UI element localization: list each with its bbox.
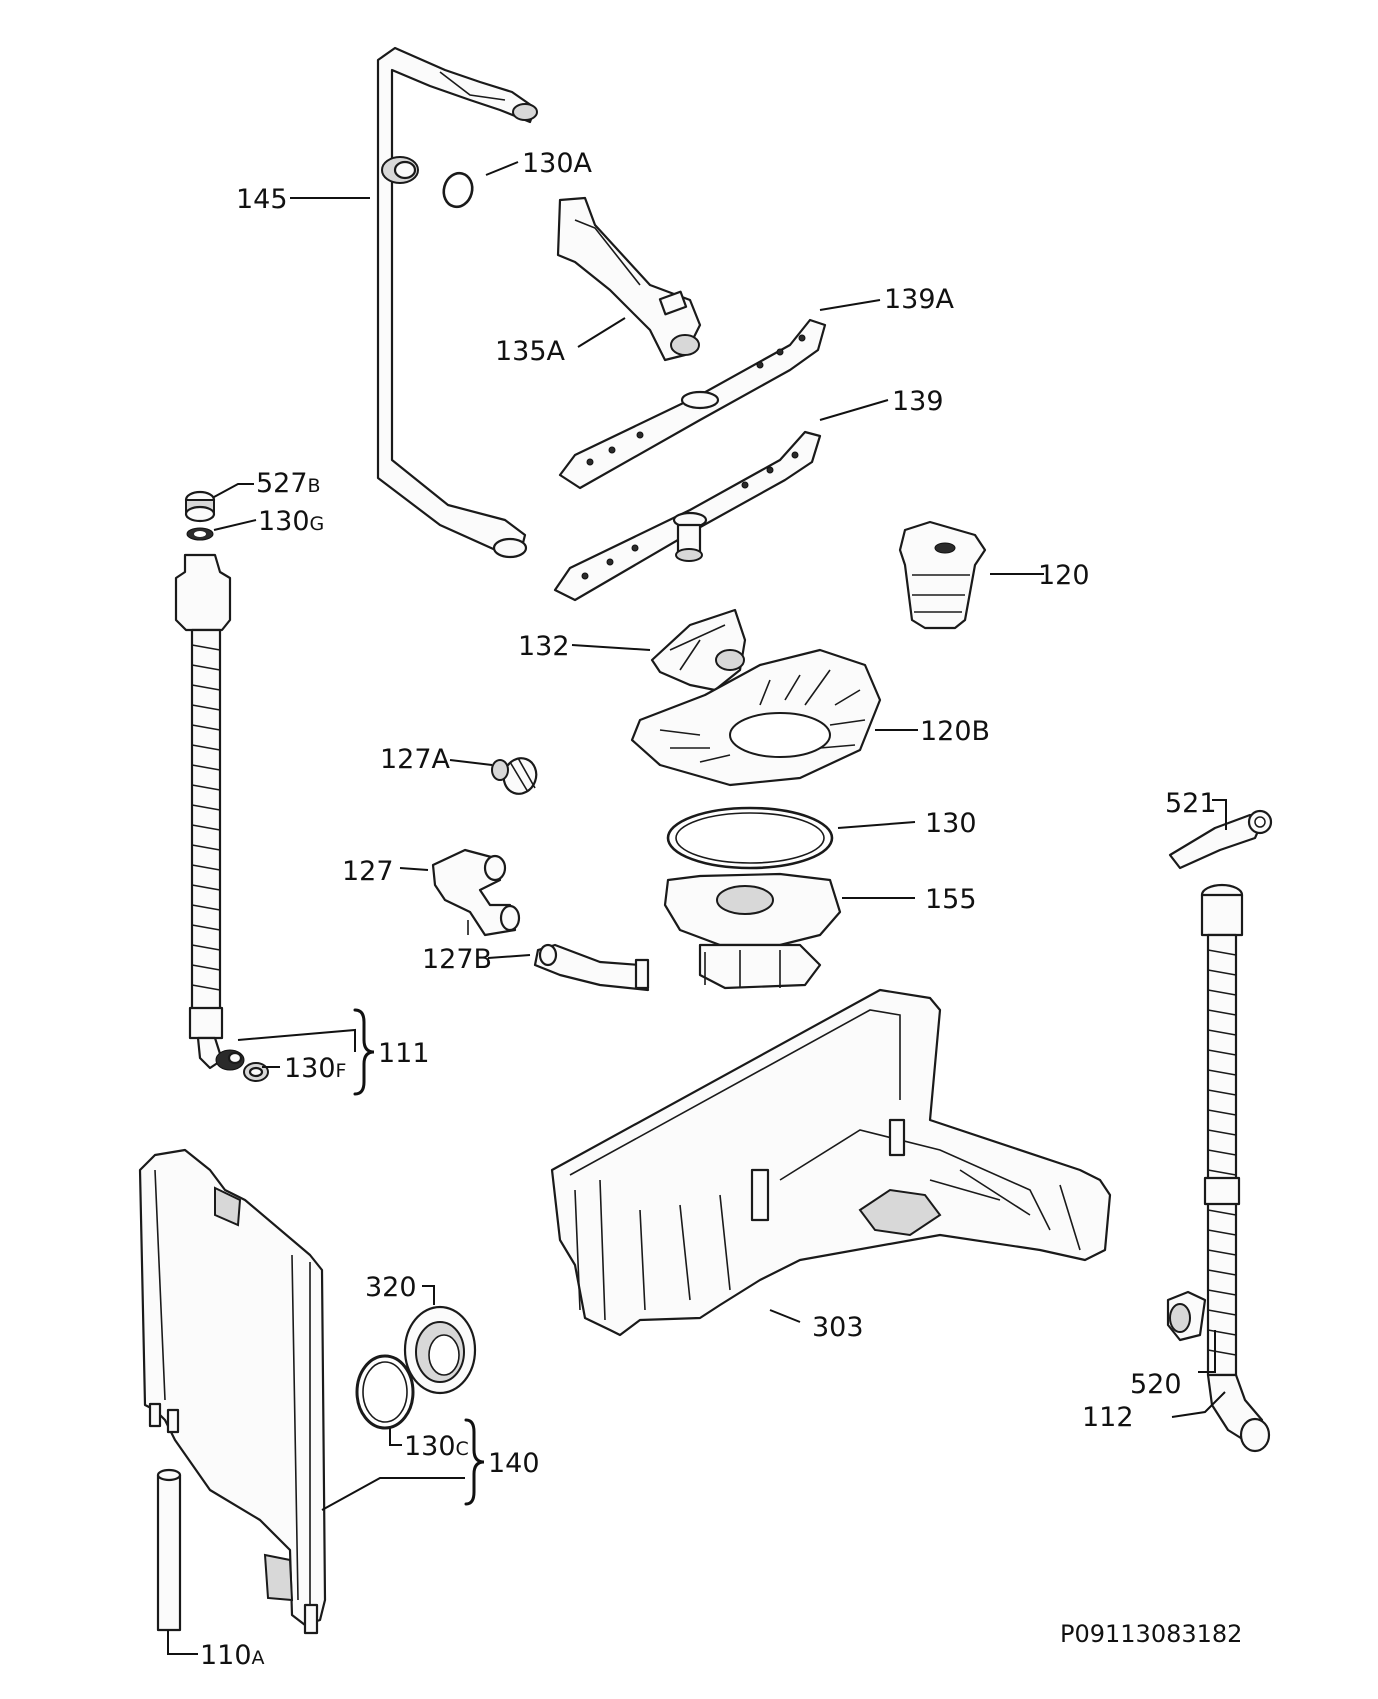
label-120: 120 — [1038, 560, 1090, 591]
label-130A: 130A — [522, 148, 593, 179]
part-130F-fitting — [243, 1062, 269, 1082]
label-120B: 120B — [920, 716, 990, 747]
label-527B: 527B — [256, 468, 321, 499]
label-130: 130 — [925, 808, 977, 839]
part-110A-pin — [156, 1468, 182, 1632]
part-527B-cap — [184, 490, 216, 523]
label-112: 112 — [1082, 1402, 1134, 1433]
part-111-supply-hose — [174, 553, 245, 1071]
part-120B-filter-plate — [630, 648, 882, 787]
label-130C: 130C — [404, 1431, 469, 1462]
part-132-sensor-unit — [650, 608, 747, 692]
part-labels: 145 130A 139A 135A 139 527B 130G 120 132… — [200, 148, 1242, 1671]
part-127B-hose — [533, 943, 650, 992]
label-135A: 135A — [495, 336, 566, 367]
label-111: 111 — [378, 1038, 430, 1069]
part-130A-o-ring — [442, 171, 474, 209]
label-520: 520 — [1130, 1369, 1182, 1400]
label-132: 132 — [518, 631, 570, 662]
part-139-lower-spray-arm — [553, 430, 822, 602]
label-320: 320 — [365, 1272, 417, 1303]
label-145: 145 — [236, 184, 288, 215]
label-140: 140 — [488, 1448, 540, 1479]
diagram-code: P09113083182 — [1060, 1620, 1242, 1648]
part-130G-washer — [186, 527, 214, 541]
leader-lines — [167, 161, 1227, 1655]
label-139A: 139A — [884, 284, 955, 315]
brace-140 — [464, 1418, 485, 1506]
part-320-seal-ring — [403, 1305, 477, 1395]
label-127B: 127B — [422, 944, 492, 975]
part-127-drain-elbow — [431, 848, 521, 937]
part-112-drain-hose — [1200, 883, 1271, 1453]
part-303-base-tray — [550, 988, 1112, 1337]
label-139: 139 — [892, 386, 944, 417]
label-130F: 130F — [284, 1053, 346, 1084]
part-139A-upper-spray-arm — [558, 318, 827, 490]
part-127A-connector — [491, 757, 538, 795]
label-127A: 127A — [380, 744, 451, 775]
part-130C-o-ring — [355, 1354, 415, 1430]
part-120-filter — [898, 520, 987, 630]
label-110A: 110A — [200, 1640, 265, 1671]
part-130-sump-seal — [666, 806, 834, 870]
label-303: 303 — [812, 1312, 864, 1343]
part-520-hose-guide — [1166, 1290, 1207, 1342]
label-127: 127 — [342, 856, 394, 887]
part-145-supply-tube — [376, 46, 538, 559]
part-521-hose-clip — [1168, 809, 1273, 870]
part-140-side-duct — [138, 1148, 327, 1635]
label-155: 155 — [925, 884, 977, 915]
part-155-sump — [663, 872, 842, 990]
label-521: 521 — [1165, 788, 1217, 819]
brace-111 — [353, 1008, 375, 1096]
part-135A-spray-arm-bracket — [556, 196, 702, 362]
label-130G: 130G — [258, 506, 324, 537]
